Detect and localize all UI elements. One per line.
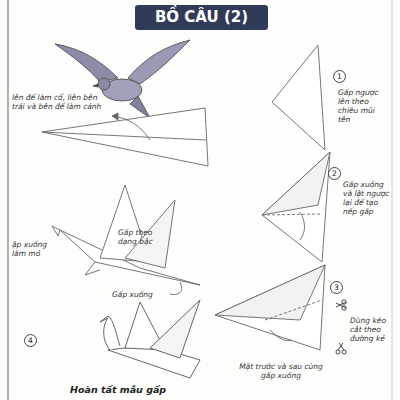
page-title: BỒ CÂU (2) [135,5,268,30]
instruction-note: ập xuống làm mỏ [12,240,52,258]
step-2-paper [262,152,330,262]
instruction-note: Gấp ngược lên theo chiều mũi tên [338,88,388,124]
instruction-note: lên để làm cổ, liên bên trái và bên để l… [12,93,110,111]
finished-bird-paper [100,300,200,378]
instruction-note: Gấp xuống [112,290,162,299]
step-3-paper [215,265,325,350]
step-number: 2 [328,167,341,180]
long-fold-paper [42,108,208,166]
page-edge [7,0,9,400]
page-edge [392,0,393,400]
shaped-bird-paper [52,185,200,295]
instruction-note: Gấp theo dạng bậc [118,228,164,246]
step-1-paper [272,45,325,150]
instruction-note: Mặt trước và sau cùng gấp xuống [236,362,326,380]
step-number: 4 [24,334,37,347]
instruction-note: Hoàn tất mẫu gấp [70,384,190,395]
step-number: 1 [333,70,346,83]
step-number: 3 [330,281,343,294]
instruction-note: Dùng kéo cắt theo đường kẻ [350,316,390,343]
scissors-icon [336,300,346,354]
instruction-note: Gấp xuống và lật ngược lại để tạo nếp gấ… [343,180,390,216]
